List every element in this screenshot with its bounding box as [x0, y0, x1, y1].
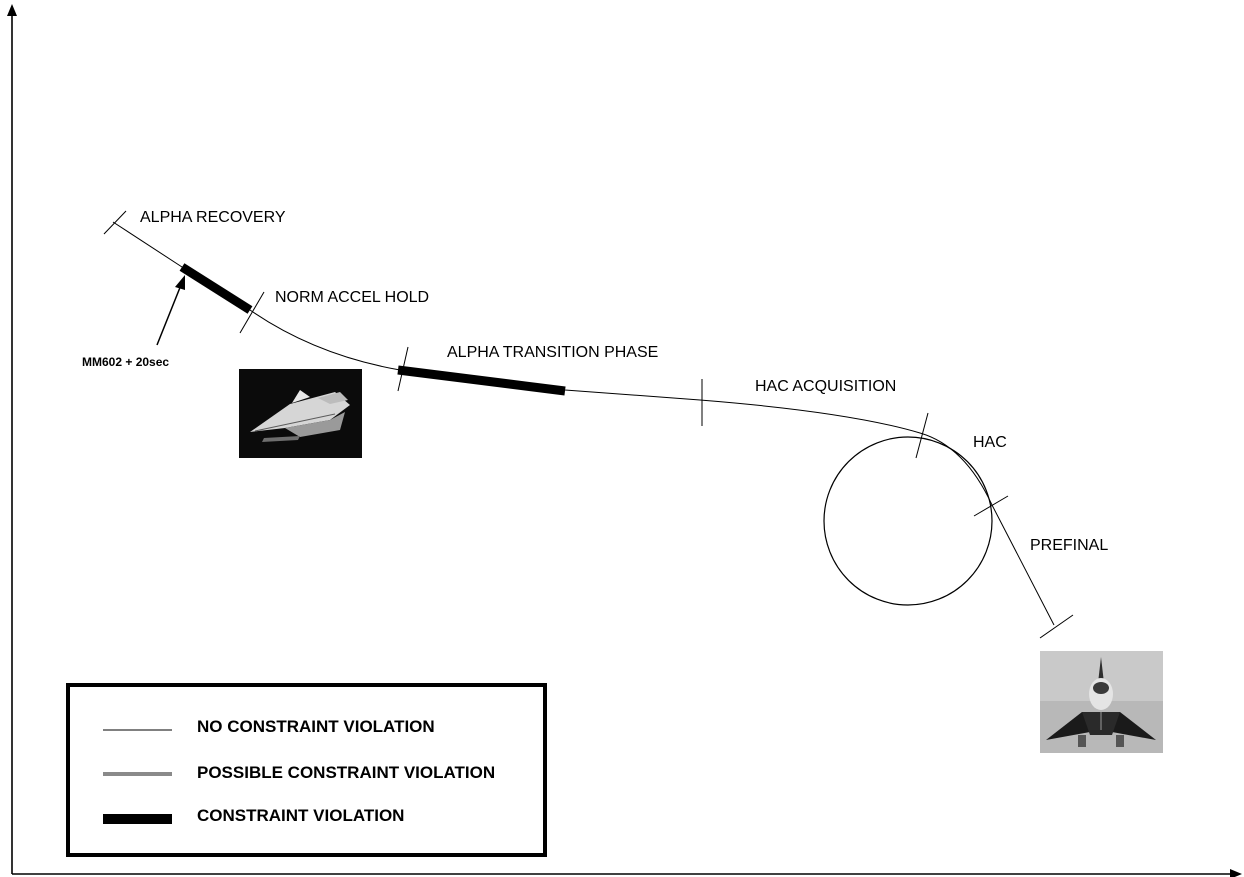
- axes: [7, 4, 1242, 877]
- label-prefinal: PREFINAL: [1030, 537, 1108, 554]
- orbiter-photo-banking-icon: [250, 390, 350, 442]
- hac-circle: [823, 436, 993, 606]
- violation-segment-norm-accel: [179, 263, 253, 314]
- orbiter-photo-front-icon: [1046, 657, 1156, 747]
- legend-label-no-violation: NO CONSTRAINT VIOLATION: [197, 717, 435, 736]
- label-mm602: MM602 + 20sec: [82, 355, 169, 369]
- label-hac-acquisition: HAC ACQUISITION: [755, 378, 896, 395]
- tick-prefinal: [973, 495, 1009, 517]
- legend-label-violation: CONSTRAINT VIOLATION: [197, 806, 404, 825]
- tick-end: [1039, 614, 1074, 639]
- mm602-arrow-shaft: [156, 284, 182, 346]
- legend-box: [66, 683, 547, 857]
- orbiter-photo-front: [1040, 651, 1163, 753]
- x-axis-arrow-icon: [1230, 869, 1242, 877]
- legend: NO CONSTRAINT VIOLATION POSSIBLE CONSTRA…: [66, 683, 547, 857]
- mm602-arrow: [156, 275, 185, 346]
- label-norm-accel-hold: NORM ACCEL HOLD: [275, 289, 429, 306]
- trajectory-path: [112, 221, 1055, 626]
- label-alpha-recovery: ALPHA RECOVERY: [140, 209, 286, 226]
- tick-alpha-recovery: [103, 210, 127, 235]
- tick-hac: [915, 412, 929, 459]
- label-alpha-transition: ALPHA TRANSITION PHASE: [447, 344, 658, 361]
- violation-segment-alpha-transition: [397, 365, 566, 396]
- tick-norm-accel: [239, 291, 265, 334]
- orbiter-photo-banking: [239, 369, 362, 458]
- tick-alpha-transition: [397, 346, 409, 392]
- mm602-arrow-head-icon: [175, 275, 185, 290]
- y-axis-arrow-icon: [7, 4, 17, 16]
- phase-ticks: [103, 210, 1074, 639]
- legend-label-possible-violation: POSSIBLE CONSTRAINT VIOLATION: [197, 763, 495, 782]
- label-hac: HAC: [973, 434, 1007, 451]
